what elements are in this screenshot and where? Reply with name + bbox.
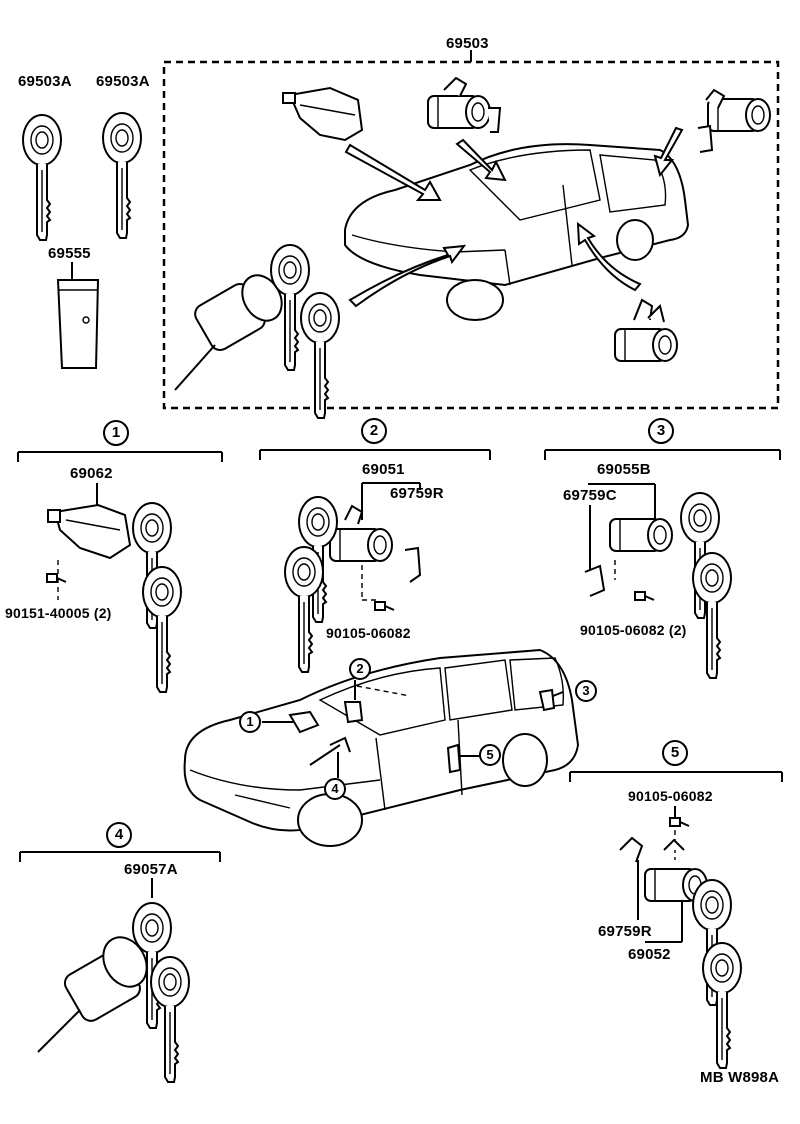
group-2 <box>259 449 491 673</box>
label-69503A-right: 69503A <box>96 73 150 90</box>
label-90105-06082-g5: 90105-06082 <box>628 788 713 804</box>
group-5 <box>569 771 783 1069</box>
label-69051: 69051 <box>362 461 405 478</box>
figure-code: MB W898A <box>700 1069 780 1086</box>
label-69057A: 69057A <box>124 861 178 878</box>
label-69759R-g5: 69759R <box>598 923 652 940</box>
rear-hatch-lock-part <box>697 88 771 153</box>
callout-5: 5 <box>662 740 688 766</box>
hood-lock-part <box>282 86 364 142</box>
callout-2: 2 <box>361 418 387 444</box>
label-90151-40005: 90151-40005 (2) <box>5 605 112 621</box>
label-69555: 69555 <box>48 245 91 262</box>
door-lock-part <box>614 298 678 362</box>
label-69052: 69052 <box>628 946 671 963</box>
label-90105-06082-g3: 90105-06082 (2) <box>580 622 687 638</box>
group-4 <box>19 851 221 1083</box>
label-90105-06082-g2: 90105-06082 <box>326 625 411 641</box>
label-69503: 69503 <box>446 35 489 52</box>
callout-3-car: 3 <box>575 680 597 702</box>
glovebox-lock-part <box>427 76 502 133</box>
middle-car-illustration <box>183 648 580 847</box>
callout-3: 3 <box>648 418 674 444</box>
key-set-box <box>162 50 780 410</box>
callout-1: 1 <box>103 420 129 446</box>
ignition-with-keys <box>174 244 340 419</box>
label-69055B: 69055B <box>597 461 651 478</box>
group-3 <box>544 449 781 679</box>
label-69503A-left: 69503A <box>18 73 72 90</box>
label-69759R-g2: 69759R <box>390 485 444 502</box>
callout-1-car: 1 <box>239 711 261 733</box>
callout-2-car: 2 <box>349 658 371 680</box>
callout-4: 4 <box>106 822 132 848</box>
label-69759C: 69759C <box>563 487 617 504</box>
group-1 <box>17 451 223 693</box>
middle-car-leaders <box>262 680 564 778</box>
top-arrows <box>344 126 684 308</box>
callout-4-car: 4 <box>324 778 346 800</box>
callout-5-car: 5 <box>479 744 501 766</box>
code-plate <box>56 262 100 369</box>
label-69062: 69062 <box>70 465 113 482</box>
